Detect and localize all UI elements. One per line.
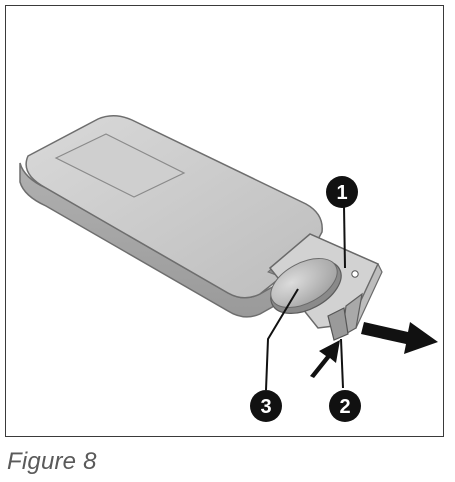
callout-2-number: 2 [339,396,350,418]
leader-line-2 [340,338,344,389]
figure-caption: Figure 8 [7,448,97,475]
callout-1-circle [326,176,358,208]
tray-hole [351,270,359,278]
leader-line-3 [265,288,299,391]
callout-2: 2 [329,390,361,422]
release-tab [327,307,349,341]
coin-battery [270,258,342,314]
pull-out-arrow-icon [361,322,438,354]
callout-3-circle [250,390,282,422]
callout-3-number: 3 [260,396,271,418]
figure-frame: 1 2 3 [5,5,444,437]
leader-line-1 [343,205,346,269]
remote-panel [54,133,186,198]
callout-1: 1 [326,176,358,208]
coin-battery-face [270,258,338,308]
push-arrow-icon [310,340,340,378]
callout-3: 3 [250,390,282,422]
remote-battery-diagram: 1 2 3 [19,115,438,422]
callout-1-number: 1 [336,182,347,204]
callout-2-circle [329,390,361,422]
